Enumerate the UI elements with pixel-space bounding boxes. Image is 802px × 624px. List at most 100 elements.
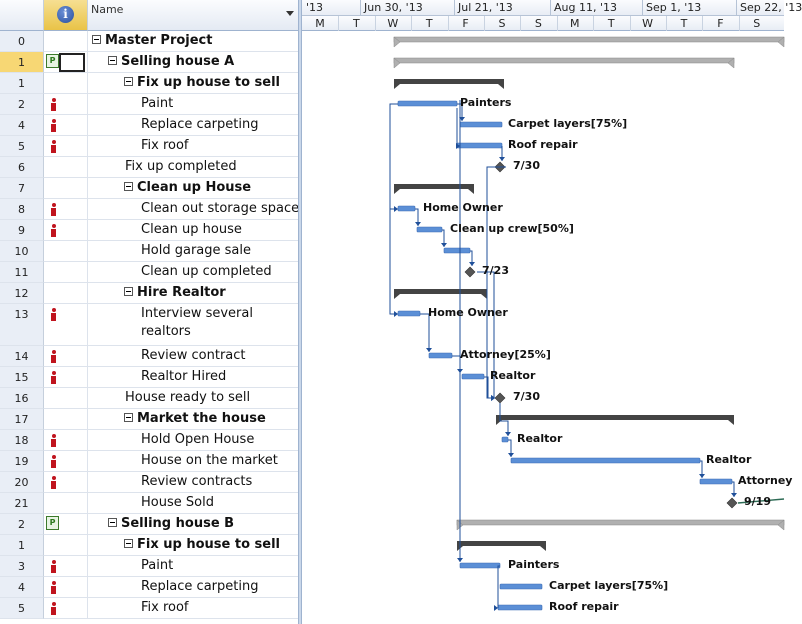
project-summary-end[interactable] xyxy=(777,519,785,531)
summary-bar[interactable] xyxy=(394,184,474,189)
collapse-toggle-icon[interactable] xyxy=(124,413,133,422)
dependency-arrow[interactable] xyxy=(394,206,398,212)
task-name-cell[interactable]: House ready to sell xyxy=(88,388,298,409)
row-id[interactable]: 2 xyxy=(0,94,44,115)
dependency-link[interactable] xyxy=(497,565,500,608)
task-name-cell[interactable]: Replace carpeting xyxy=(88,577,298,598)
project-summary-bar[interactable] xyxy=(393,36,785,43)
dependency-arrow[interactable] xyxy=(456,143,460,149)
task-name-cell[interactable]: Fix roof xyxy=(88,136,298,157)
task-name-cell[interactable]: Selling house A xyxy=(88,52,298,73)
resource-indicator-icon[interactable] xyxy=(51,371,56,384)
task-bar[interactable] xyxy=(510,457,701,464)
task-name-cell[interactable]: Fix roof xyxy=(88,598,298,619)
task-bar[interactable] xyxy=(416,226,443,233)
dependency-link[interactable] xyxy=(732,481,735,497)
table-row[interactable]: 5 Fix roof xyxy=(0,598,298,619)
task-name-cell[interactable]: Replace carpeting xyxy=(88,115,298,136)
summary-bar[interactable] xyxy=(394,289,487,294)
resource-indicator-icon[interactable] xyxy=(51,224,56,237)
resource-indicator-icon[interactable] xyxy=(51,476,56,489)
row-id[interactable]: 17 xyxy=(0,409,44,430)
dependency-link[interactable] xyxy=(442,229,445,247)
dependency-arrow[interactable] xyxy=(499,157,505,161)
row-id[interactable]: 4 xyxy=(0,577,44,598)
project-summary-bar[interactable] xyxy=(456,519,785,526)
row-id[interactable]: 3 xyxy=(0,556,44,577)
row-id[interactable]: 6 xyxy=(0,157,44,178)
task-bar[interactable] xyxy=(497,604,543,611)
task-name-cell[interactable]: Hold garage sale xyxy=(88,241,298,262)
table-row[interactable]: 5 Fix roof xyxy=(0,136,298,157)
task-bar[interactable] xyxy=(461,373,485,380)
inserted-project-icon[interactable]: P xyxy=(46,54,59,68)
select-all-corner[interactable] xyxy=(0,0,44,31)
summary-bar-end[interactable] xyxy=(468,184,474,194)
row-id[interactable]: 18 xyxy=(0,430,44,451)
row-id[interactable]: 7 xyxy=(0,178,44,199)
milestone-diamond[interactable] xyxy=(494,392,506,404)
dependency-arrow[interactable] xyxy=(426,348,432,352)
row-id[interactable]: 21 xyxy=(0,493,44,514)
dependency-arrow[interactable] xyxy=(469,262,475,266)
summary-bar-end[interactable] xyxy=(498,79,504,89)
row-id[interactable]: 14 xyxy=(0,346,44,367)
task-bar[interactable] xyxy=(443,247,471,254)
dependency-link[interactable] xyxy=(508,439,512,457)
dependency-arrow[interactable] xyxy=(415,222,421,226)
row-id[interactable]: 10 xyxy=(0,241,44,262)
task-name-cell[interactable]: Hold Open House xyxy=(88,430,298,451)
resource-indicator-icon[interactable] xyxy=(51,455,56,468)
summary-bar-end[interactable] xyxy=(394,289,400,299)
milestone-diamond[interactable] xyxy=(464,266,476,278)
row-id[interactable]: 2 xyxy=(0,514,44,535)
project-summary-end[interactable] xyxy=(727,57,735,69)
task-bar[interactable] xyxy=(428,352,453,359)
task-name-cell[interactable]: Fix up house to sell xyxy=(88,73,298,94)
dependency-link[interactable] xyxy=(457,103,463,121)
row-id[interactable]: 11 xyxy=(0,262,44,283)
collapse-toggle-icon[interactable] xyxy=(124,77,133,86)
task-name-cell[interactable]: Clean up house xyxy=(88,220,298,241)
summary-bar-end[interactable] xyxy=(481,289,487,299)
dependency-arrow[interactable] xyxy=(394,311,398,317)
dependency-link[interactable] xyxy=(415,208,419,226)
task-bar[interactable] xyxy=(456,142,503,149)
row-id[interactable]: 1 xyxy=(0,52,44,73)
row-id[interactable]: 1 xyxy=(0,535,44,556)
summary-bar-end[interactable] xyxy=(394,79,400,89)
resource-indicator-icon[interactable] xyxy=(51,98,56,111)
milestone-diamond[interactable] xyxy=(726,497,738,509)
dependency-link[interactable] xyxy=(700,460,703,478)
task-name-cell[interactable]: Paint xyxy=(88,556,298,577)
row-id[interactable]: 5 xyxy=(0,136,44,157)
task-bar[interactable] xyxy=(397,100,458,107)
task-bar[interactable] xyxy=(501,436,509,443)
task-name-cell[interactable]: Master Project xyxy=(88,31,298,52)
row-id[interactable]: 20 xyxy=(0,472,44,493)
collapse-toggle-icon[interactable] xyxy=(108,56,117,65)
task-bar[interactable] xyxy=(499,583,543,590)
indicators-column-header[interactable]: i xyxy=(44,0,88,31)
task-name-cell[interactable]: House Sold xyxy=(88,493,298,514)
table-row[interactable]: 10 Hold garage sale xyxy=(0,241,298,262)
dependency-arrow[interactable] xyxy=(457,558,463,562)
task-bar[interactable] xyxy=(397,205,416,212)
task-name-cell[interactable]: Review contract xyxy=(88,346,298,367)
table-row[interactable]: 21 House Sold xyxy=(0,493,298,514)
project-summary-bar[interactable] xyxy=(393,57,735,64)
row-id[interactable]: 5 xyxy=(0,598,44,619)
